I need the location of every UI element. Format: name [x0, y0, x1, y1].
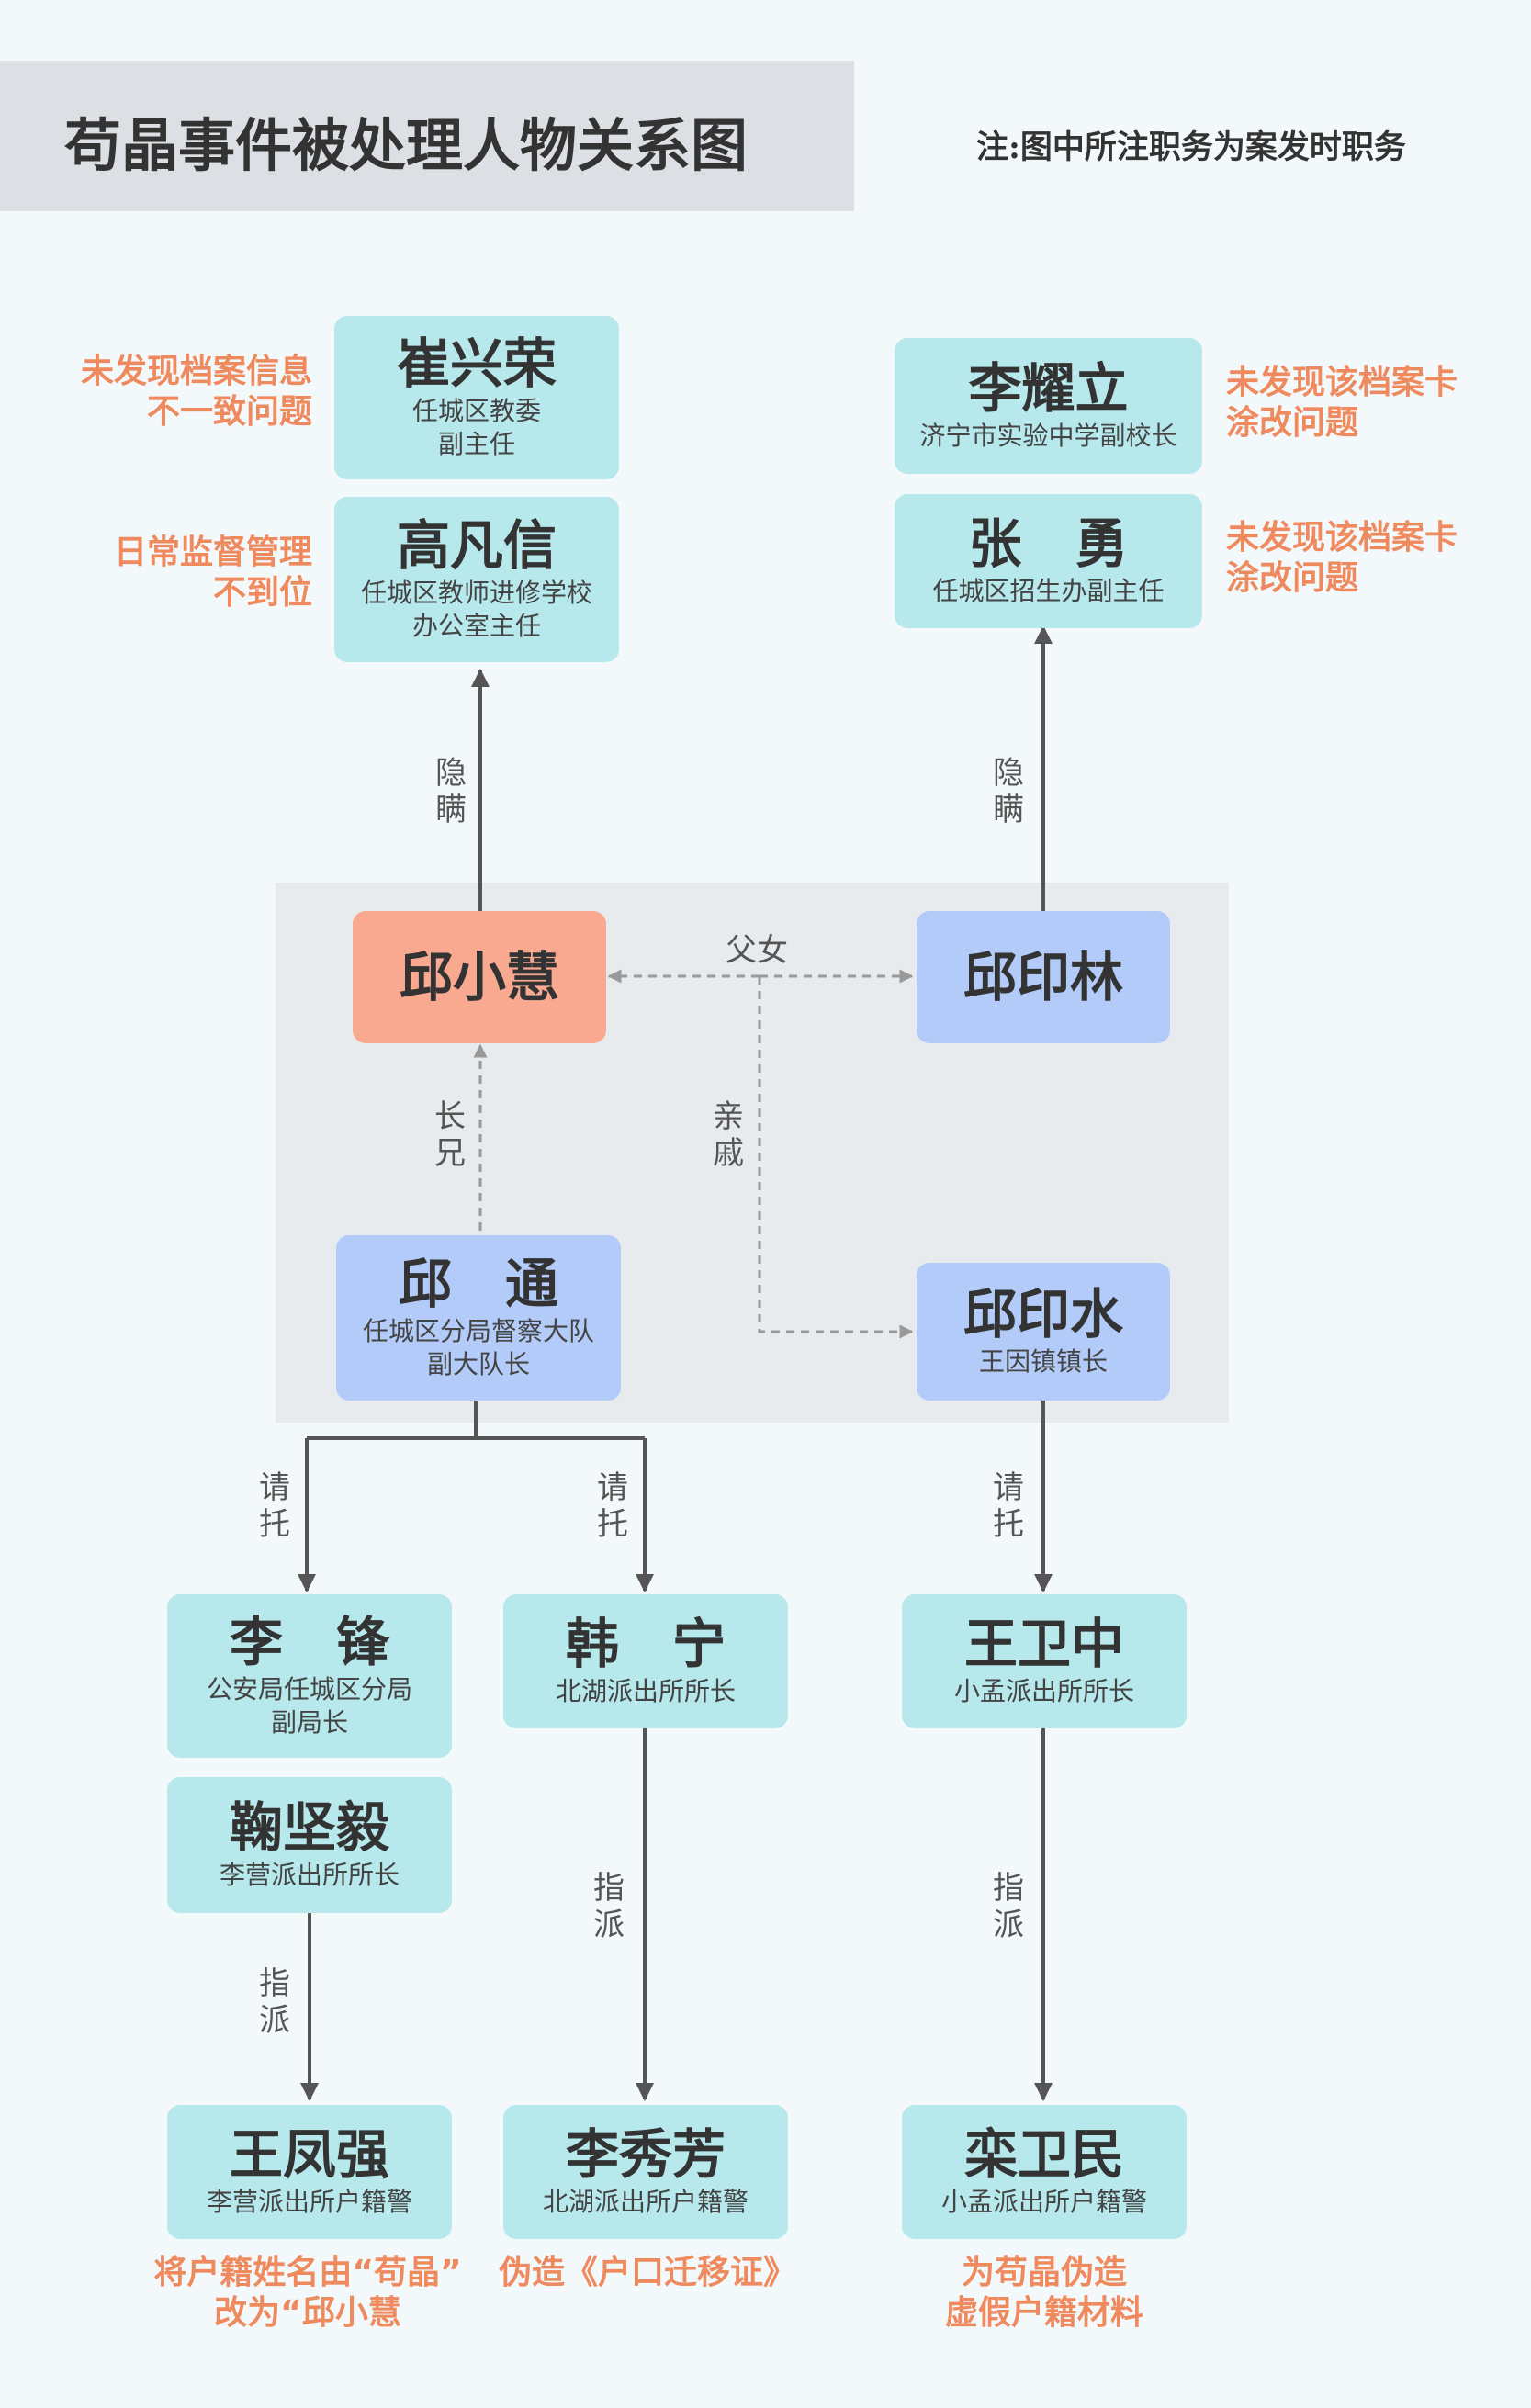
note-zhang: 未发现该档案卡 涂改问题 [1226, 519, 1458, 597]
person-role: 济宁市实验中学副校长 [919, 421, 1177, 452]
header-note: 注:图中所注职务为案发时职务 [976, 129, 1406, 166]
person-name: 张 勇 [968, 512, 1129, 576]
note-wang-fengqiang: 将户籍姓名由“苟晶” 改为“邱小慧 [153, 2254, 462, 2332]
relation-assign-wang: 指 派 [993, 1870, 1024, 1944]
relation-request-han: 请 托 [597, 1469, 628, 1544]
person-name: 栾卫民 [963, 2123, 1124, 2187]
person-li-xiufang: 李秀芳 北湖派出所户籍警 [503, 2105, 788, 2239]
person-name: 李 锋 [229, 1611, 389, 1674]
person-name: 王卫中 [963, 1613, 1124, 1676]
relation-hide-left: 隐 瞒 [435, 755, 467, 829]
person-name: 李秀芳 [565, 2123, 726, 2187]
person-name: 邱印林 [963, 945, 1123, 1008]
relation-hide-right: 隐 瞒 [993, 755, 1024, 829]
person-qiu-tong: 邱 通 任城区分局督察大队 副大队长 [336, 1235, 621, 1401]
person-name: 邱 通 [398, 1253, 558, 1316]
person-qiu-xiaohui: 邱小慧 [353, 911, 606, 1043]
note-li-xiufang: 伪造《户口迁移证》 [498, 2254, 796, 2291]
person-role: 北湖派出所所长 [555, 1676, 736, 1707]
relation-request-wang: 请 托 [993, 1469, 1024, 1544]
person-role: 任城区分局督察大队 副大队长 [362, 1315, 594, 1380]
person-zhang-yong: 张 勇 任城区招生办副主任 [895, 494, 1202, 628]
person-name: 李耀立 [968, 357, 1129, 421]
person-role: 小孟派出所户籍警 [940, 2187, 1147, 2218]
person-name: 邱小慧 [399, 945, 559, 1008]
person-role: 公安局任城区分局 副局长 [206, 1673, 412, 1738]
note-li-yaoli: 未发现该档案卡 涂改问题 [1226, 364, 1458, 442]
relation-request-li-feng: 请 托 [259, 1469, 290, 1544]
person-name: 崔兴荣 [396, 332, 557, 396]
person-role: 王因镇镇长 [978, 1346, 1108, 1378]
person-cui-xingrong: 崔兴荣 任城区教委 副主任 [334, 316, 619, 479]
relation-father-daughter: 父女 [726, 932, 788, 969]
person-name: 王凤强 [229, 2123, 389, 2187]
relation-elder-brother: 长 兄 [434, 1098, 466, 1173]
person-li-feng: 李 锋 公安局任城区分局 副局长 [167, 1594, 452, 1758]
person-role: 北湖派出所户籍警 [542, 2187, 749, 2218]
person-gao-fanxin: 高凡信 任城区教师进修学校 办公室主任 [334, 497, 619, 662]
line-relative [758, 976, 914, 1339]
relation-assign-ju: 指 派 [259, 1965, 290, 2040]
person-han-ning: 韩 宁 北湖派出所所长 [503, 1594, 788, 1728]
person-role: 任城区教委 副主任 [411, 395, 541, 460]
person-role: 任城区招生办副主任 [932, 576, 1165, 607]
title-bar [0, 61, 854, 211]
person-qiu-yinshui: 邱印水 王因镇镇长 [917, 1263, 1170, 1401]
person-name: 韩 宁 [565, 1613, 726, 1676]
person-name: 高凡信 [396, 514, 557, 578]
person-wang-fengqiang: 王凤强 李营派出所户籍警 [167, 2105, 452, 2239]
person-role: 小孟派出所所长 [953, 1676, 1134, 1707]
person-ju-jianyi: 鞠坚毅 李营派出所所长 [167, 1777, 452, 1913]
page-title: 苟晶事件被处理人物关系图 [64, 112, 749, 179]
person-qiu-yinlin: 邱印林 [917, 911, 1170, 1043]
person-wang-weizhong: 王卫中 小孟派出所所长 [902, 1594, 1187, 1728]
person-luan-weimin: 栾卫民 小孟派出所户籍警 [902, 2105, 1187, 2239]
person-li-yaoli: 李耀立 济宁市实验中学副校长 [895, 338, 1202, 474]
person-role: 李营派出所户籍警 [206, 2187, 412, 2218]
person-role: 李营派出所所长 [219, 1860, 400, 1891]
relation-relative: 亲 戚 [713, 1098, 744, 1173]
relation-assign-han: 指 派 [593, 1870, 625, 1944]
person-role: 任城区教师进修学校 办公室主任 [360, 577, 592, 642]
person-name: 邱印水 [963, 1283, 1123, 1346]
person-name: 鞠坚毅 [229, 1796, 389, 1860]
note-cui: 未发现档案信息 不一致问题 [80, 353, 312, 431]
note-gao: 日常监督管理 不到位 [113, 534, 312, 612]
note-luan: 为苟晶伪造 虚假户籍材料 [944, 2254, 1143, 2332]
